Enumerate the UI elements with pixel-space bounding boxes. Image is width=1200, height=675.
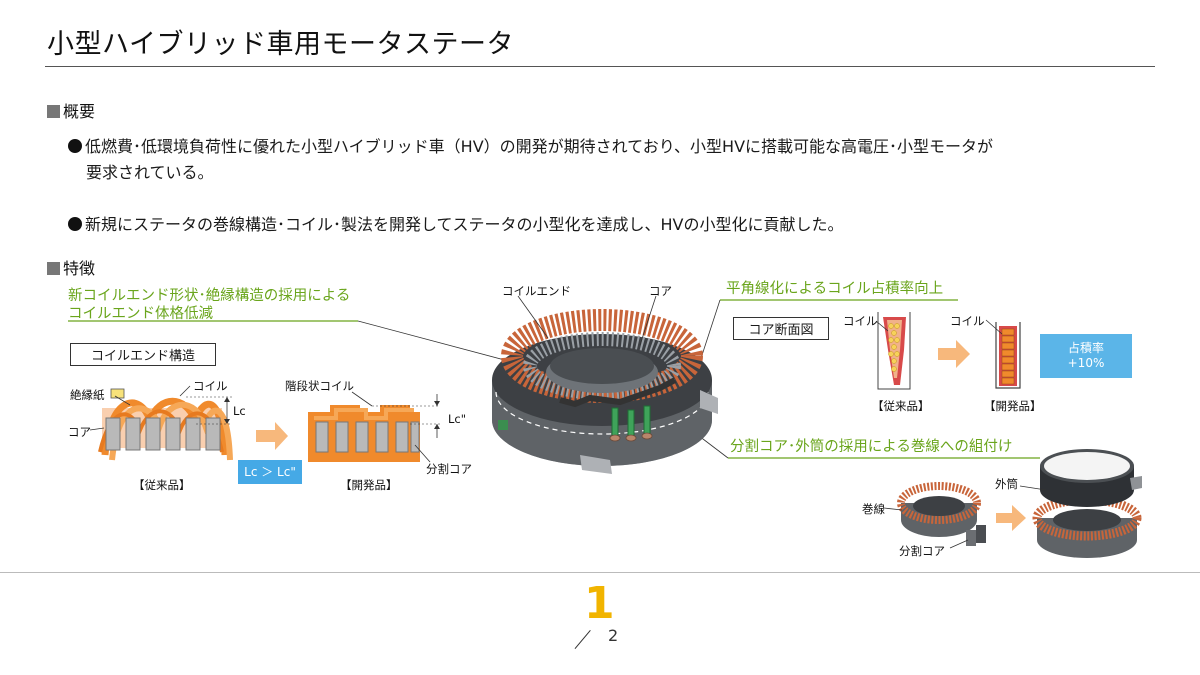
cross-section-coil-right: コイル xyxy=(950,314,985,328)
overview-bullet-1: 低燃費･低環境負荷性に優れた小型ハイブリッド車（HV）の開発が期待されており、小… xyxy=(68,134,1168,186)
conventional-caption: 【従来品】 xyxy=(133,478,191,492)
lc-label: Lc xyxy=(233,404,246,418)
callout-split-core: 分割コア･外筒の採用による巻線への組付け xyxy=(730,439,1013,455)
cross-section-conventional xyxy=(875,312,911,390)
lc-double-prime-label: Lc" xyxy=(448,412,467,426)
callout-flat-wire: 平角線化によるコイル占積率向上 xyxy=(726,281,944,297)
overview-heading-text: 概要 xyxy=(63,102,96,121)
cross-section-label: コア断面図 xyxy=(733,317,829,340)
page-number-total: 2 xyxy=(608,626,619,645)
bullet-1-line2: 要求されている。 xyxy=(86,163,214,182)
stator-coil-end-label: コイルエンド xyxy=(502,284,571,298)
developed-caption: 【開発品】 xyxy=(340,478,398,492)
footer-divider xyxy=(0,572,1200,573)
conventional-coil-diagram xyxy=(89,385,233,461)
page-number-current: 1 xyxy=(584,578,615,629)
split-core-label-assembly: 分割コア xyxy=(899,544,945,558)
developed-coil-diagram xyxy=(308,391,440,463)
callout-coil-end: 新コイルエンド形状･絶縁構造の採用による コイルエンド体格低減 xyxy=(68,287,350,323)
stator-image xyxy=(492,295,718,474)
split-core-label-diagram: 分割コア xyxy=(426,462,472,476)
overview-bullet-2: 新規にステータの巻線構造･コイル･製法を開発してステータの小型化を達成し、HVの… xyxy=(68,212,1168,238)
callout-coil-end-line2: コイルエンド体格低減 xyxy=(68,306,213,322)
winding-label: 巻線 xyxy=(862,502,885,516)
stepped-coil-label: 階段状コイル xyxy=(285,379,354,393)
fill-factor-value: +10% xyxy=(1067,356,1105,370)
lc-comparison-badge: Lc ＞ Lc" xyxy=(238,460,302,484)
stator-core-label: コア xyxy=(649,284,672,298)
callout-coil-end-line1: 新コイルエンド形状･絶縁構造の採用による xyxy=(68,288,351,304)
coil-end-structure-label: コイルエンド構造 xyxy=(70,343,216,366)
fill-factor-label: 占積率 xyxy=(1067,341,1104,355)
cross-section-conventional-caption: 【従来品】 xyxy=(872,399,930,413)
cross-section-developed xyxy=(985,319,1021,389)
coil-label-conventional: コイル xyxy=(193,379,228,393)
title-divider xyxy=(45,66,1155,67)
page-title: 小型ハイブリッド車用モータステータ xyxy=(47,29,514,60)
overview-heading: 概要 xyxy=(47,98,95,122)
cross-section-coil-left: コイル xyxy=(843,314,878,328)
square-bullet-icon xyxy=(47,262,60,275)
bullet-dot-icon xyxy=(68,217,82,231)
bullet-2-line1: 新規にステータの巻線構造･コイル･製法を開発してステータの小型化を達成し、HVの… xyxy=(85,215,844,234)
cross-section-developed-caption: 【開発品】 xyxy=(984,399,1042,413)
square-bullet-icon xyxy=(47,105,60,118)
assembly-winding xyxy=(883,482,986,549)
bullet-dot-icon xyxy=(68,139,82,153)
assembly-outer-cylinder xyxy=(1019,449,1142,558)
insulation-paper-label: 絶縁紙 xyxy=(70,388,105,402)
features-heading: 特徴 xyxy=(47,255,95,279)
bullet-1-line1: 低燃費･低環境負荷性に優れた小型ハイブリッド車（HV）の開発が期待されており、小… xyxy=(85,137,994,156)
fill-factor-badge: 占積率 +10% xyxy=(1040,334,1132,378)
features-heading-text: 特徴 xyxy=(63,259,96,278)
outer-cylinder-label: 外筒 xyxy=(995,477,1018,491)
core-label-conventional: コア xyxy=(68,425,91,439)
